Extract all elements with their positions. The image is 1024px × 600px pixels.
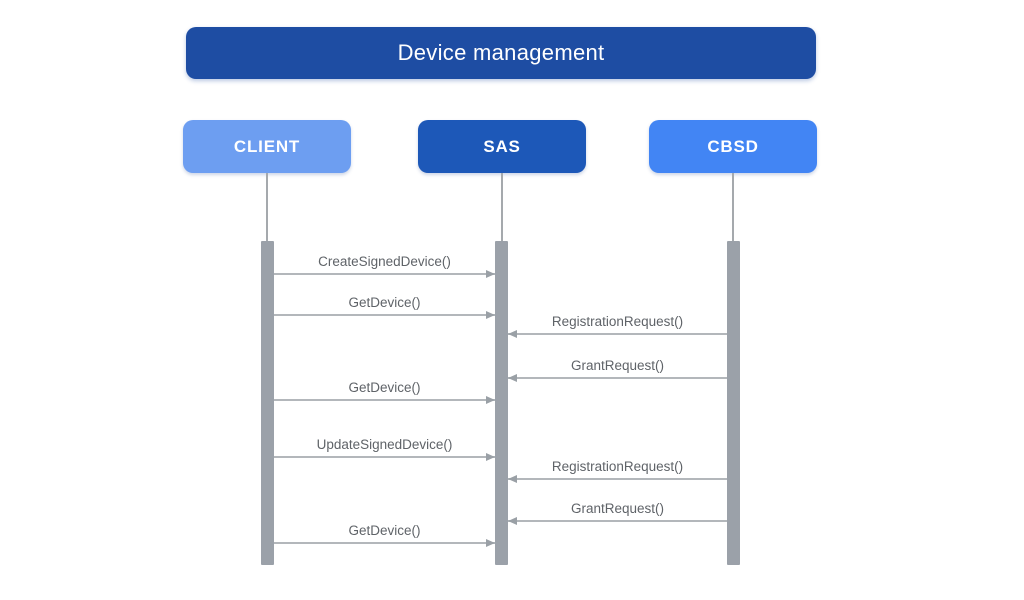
arrowhead-left-icon xyxy=(508,330,517,338)
message-label: CreateSignedDevice() xyxy=(318,254,451,269)
arrow-line xyxy=(274,539,495,547)
message-label: GetDevice() xyxy=(348,380,421,395)
arrow-line xyxy=(508,374,727,382)
message-label: GrantRequest() xyxy=(570,358,665,373)
message-update-signed-device: UpdateSignedDevice() xyxy=(274,436,495,461)
lifeline-sas xyxy=(501,173,503,241)
actor-label-cbsd: CBSD xyxy=(707,136,759,156)
activation-bar-client xyxy=(261,241,274,565)
arrowhead-right-icon xyxy=(486,311,495,319)
message-create-signed-device: CreateSignedDevice() xyxy=(274,253,495,278)
actor-box-client: CLIENT xyxy=(183,120,351,173)
message-get-device-2: GetDevice() xyxy=(274,379,495,404)
message-label: GetDevice() xyxy=(348,295,421,310)
arrowhead-left-icon xyxy=(508,475,517,483)
arrow-line xyxy=(274,396,495,404)
arrowhead-left-icon xyxy=(508,374,517,382)
lifeline-client xyxy=(266,173,268,241)
arrow-line xyxy=(274,311,495,319)
message-registration-request-1: RegistrationRequest() xyxy=(508,313,727,338)
arrowhead-right-icon xyxy=(486,270,495,278)
message-label: RegistrationRequest() xyxy=(551,459,684,474)
message-label: GetDevice() xyxy=(348,523,421,538)
activation-bar-cbsd xyxy=(727,241,740,565)
activation-bar-sas xyxy=(495,241,508,565)
message-label: RegistrationRequest() xyxy=(551,314,684,329)
arrow-line xyxy=(508,517,727,525)
diagram-title-banner: Device management xyxy=(186,27,816,79)
arrow-line xyxy=(274,453,495,461)
message-grant-request-1: GrantRequest() xyxy=(508,357,727,382)
actor-label-client: CLIENT xyxy=(233,136,301,156)
actor-label-sas: SAS xyxy=(483,136,521,156)
arrow-line xyxy=(508,330,727,338)
actor-box-cbsd: CBSD xyxy=(649,120,817,173)
arrowhead-right-icon xyxy=(486,539,495,547)
lifeline-cbsd xyxy=(732,173,734,241)
arrowhead-right-icon xyxy=(486,396,495,404)
message-label: UpdateSignedDevice() xyxy=(316,437,453,452)
message-get-device-3: GetDevice() xyxy=(274,522,495,547)
message-get-device-1: GetDevice() xyxy=(274,294,495,319)
message-grant-request-2: GrantRequest() xyxy=(508,500,727,525)
arrow-line xyxy=(508,475,727,483)
message-registration-request-2: RegistrationRequest() xyxy=(508,458,727,483)
diagram-title: Device management xyxy=(397,40,605,65)
arrowhead-left-icon xyxy=(508,517,517,525)
arrowhead-right-icon xyxy=(486,453,495,461)
message-label: GrantRequest() xyxy=(570,501,665,516)
arrow-line xyxy=(274,270,495,278)
actor-box-sas: SAS xyxy=(418,120,586,173)
